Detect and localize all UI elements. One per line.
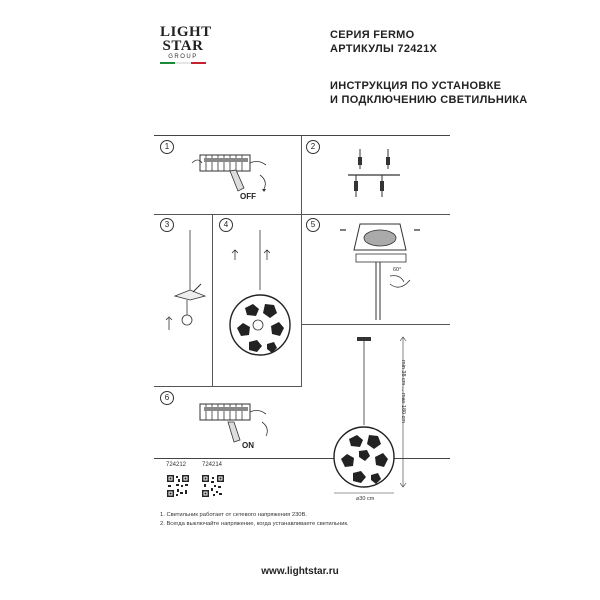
qr-code-icon <box>166 474 190 498</box>
note-2: 2. Всегда выключайте напряжение, когда у… <box>160 521 349 527</box>
article-label-2: 724214 <box>202 462 223 468</box>
logo-line-2: STAR <box>162 38 204 54</box>
height-dimension-label: min 38 cm ... max 180 cm <box>400 360 406 423</box>
article-label-1: 724212 <box>166 462 187 468</box>
series-label: СЕРИЯ FERMO <box>330 29 415 41</box>
step4-pendant-illustration <box>229 230 291 356</box>
step5-canopy-illustration <box>340 223 420 320</box>
step1-terminal-block-illustration <box>191 154 267 192</box>
note-1: 1. Светильник работает от сетевого напря… <box>160 512 308 518</box>
product-dimension-drawing <box>333 336 407 494</box>
off-label: OFF <box>240 192 256 201</box>
qr-code-icon <box>201 474 225 498</box>
logo-line-3: GROUP <box>168 54 198 60</box>
step-number-3: 3 <box>160 218 174 232</box>
website-url[interactable]: www.lightstar.ru <box>261 566 339 577</box>
step-number-6: 6 <box>160 391 174 405</box>
step-number-2: 2 <box>306 140 320 154</box>
title-line-2: И ПОДКЛЮЧЕНИЮ СВЕТИЛЬНИКА <box>330 94 528 106</box>
step2-mounting-illustration <box>348 149 400 197</box>
title-line-1: ИНСТРУКЦИЯ ПО УСТАНОВКЕ <box>330 80 502 92</box>
step6-terminal-block-illustration <box>199 403 268 443</box>
logo-line-1: LIGHT <box>160 24 212 40</box>
articles-label: АРТИКУЛЫ 72421X <box>330 43 438 55</box>
brand-logo: LIGHT STAR GROUP <box>160 24 212 64</box>
on-label: ON <box>242 441 254 450</box>
italian-flag-stripe <box>160 62 206 64</box>
step-number-5: 5 <box>306 218 320 232</box>
instruction-grid <box>154 135 450 459</box>
step-number-4: 4 <box>219 218 233 232</box>
angle-label: 60° <box>393 267 402 273</box>
step3-cable-illustration <box>165 230 207 330</box>
diameter-label: ⌀30 cm <box>356 496 375 502</box>
step-number-1: 1 <box>160 140 174 154</box>
